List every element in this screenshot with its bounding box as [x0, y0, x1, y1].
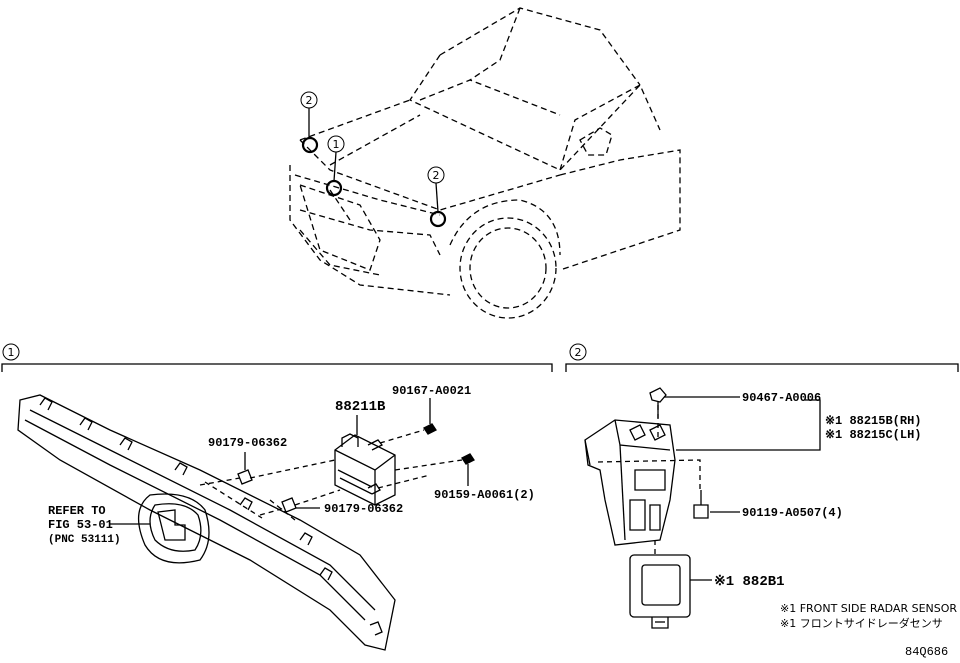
refer-line-2[interactable]: FIG 53-01	[48, 518, 113, 532]
part-90167-a0021-label[interactable]: 90167-A0021	[392, 384, 471, 398]
bolt-90159-a0061	[461, 453, 475, 465]
note-japanese: ※1 フロントサイドレーダセンサ	[780, 616, 943, 630]
bolt-90119-a0507	[693, 490, 709, 519]
section-2-number: 2	[575, 346, 582, 359]
vehicle-front-view	[289, 7, 681, 296]
section-1-bracket	[1, 363, 553, 372]
part-90467-a0006-label[interactable]: 90467-A0006	[742, 391, 821, 405]
part-90119-a0507-label[interactable]: 90119-A0507(4)	[742, 506, 843, 520]
location-marker-2-left	[301, 136, 319, 154]
figure-id: 84Q686	[905, 645, 948, 659]
section-1-number: 1	[8, 346, 15, 359]
callout-1: 1	[333, 138, 340, 151]
section-2-bracket	[565, 363, 959, 372]
front-grille	[17, 394, 396, 651]
callout-2-left: 2	[306, 94, 313, 107]
part-88215c-label[interactable]: ※1 88215C(LH)	[825, 428, 921, 442]
radar-sensor-88211b	[334, 433, 396, 506]
refer-line-3: (PNC 53111)	[48, 534, 121, 546]
location-marker-2-right	[429, 210, 447, 228]
radar-sensor-882b1	[629, 554, 691, 629]
part-88215b-label[interactable]: ※1 88215B(RH)	[825, 414, 921, 428]
callout-2-right: 2	[433, 169, 440, 182]
sensor-bracket	[584, 419, 676, 546]
note-english: ※1 FRONT SIDE RADAR SENSOR	[780, 602, 957, 615]
bolt-90167-a0021	[423, 423, 437, 435]
clip-90467-a0006	[649, 387, 667, 418]
nut-90179-06362-upper	[237, 469, 253, 485]
part-882b1-label[interactable]: ※1 882B1	[714, 574, 785, 590]
part-90179-06362-lower-label[interactable]: 90179-06362	[324, 502, 403, 516]
nut-90179-06362-lower	[281, 497, 297, 513]
front-wheel	[459, 217, 557, 319]
refer-line-1: REFER TO	[48, 504, 106, 518]
part-90179-06362-upper-label[interactable]: 90179-06362	[208, 436, 287, 450]
part-90159-a0061-label[interactable]: 90159-A0061(2)	[434, 488, 535, 502]
part-88211b-label[interactable]: 88211B	[335, 399, 386, 415]
